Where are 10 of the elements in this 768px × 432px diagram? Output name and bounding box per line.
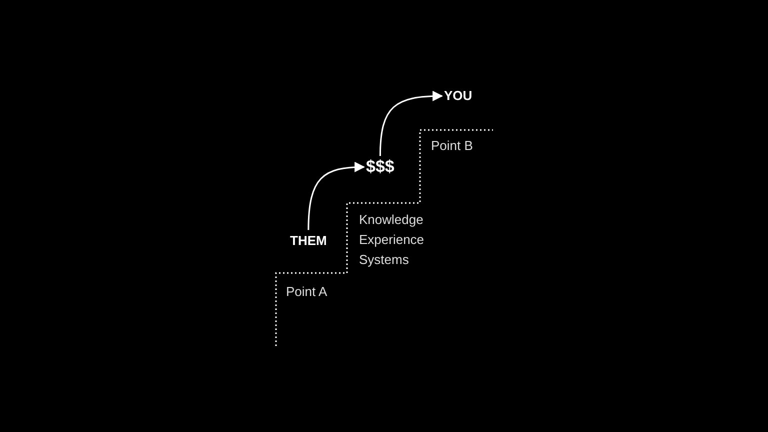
- step-caption: Point B: [431, 138, 473, 154]
- step-label: $$$: [366, 158, 394, 176]
- step-caption: Systems: [359, 252, 409, 268]
- step-caption: Point A: [286, 284, 328, 300]
- step-label: YOU: [444, 87, 472, 105]
- step-caption: Knowledge: [359, 212, 424, 228]
- step-caption: Experience: [359, 232, 424, 248]
- arrow: [379, 90, 444, 156]
- step-label: THEM: [290, 232, 327, 250]
- arrow: [308, 162, 366, 230]
